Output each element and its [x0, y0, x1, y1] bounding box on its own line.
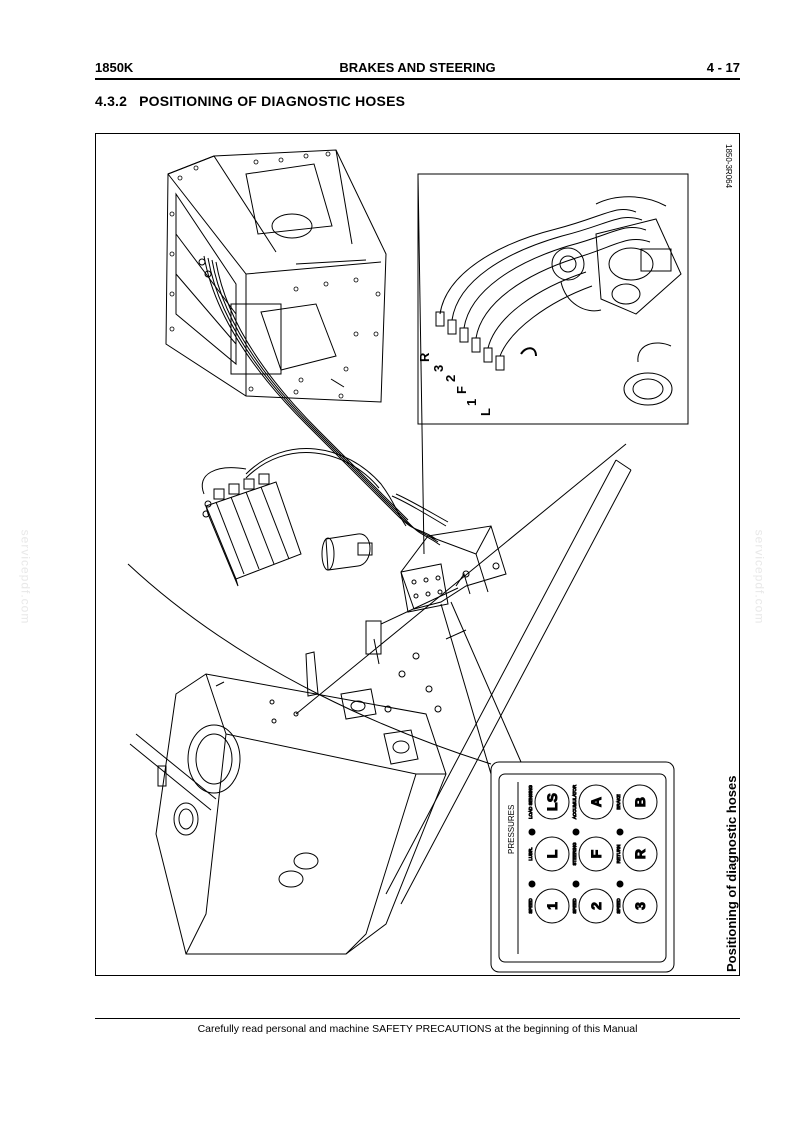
port-a-circle: [578, 784, 614, 820]
chapter-title: BRAKES AND STEERING: [339, 60, 496, 75]
watermark-right: servicepdf.com: [752, 529, 767, 625]
inset-pressure-plug: [623, 342, 673, 406]
port-1-id: 1: [544, 902, 560, 910]
port-2-gear-icon: [572, 880, 580, 888]
hose-label-3: 3: [431, 365, 446, 372]
port-f-gear-icon: [572, 828, 580, 836]
port-b-label: BRAKE: [616, 794, 621, 809]
diagnostic-hose-bundle: [203, 255, 449, 546]
panel-title: PRESSURES: [507, 805, 516, 854]
port-f-id: F: [588, 849, 604, 858]
inset-brake-valve: [551, 218, 682, 315]
footer-rule: [95, 1018, 740, 1019]
diagram-figure: 1850-3R064: [95, 133, 740, 976]
control-valve-bank: [201, 467, 302, 587]
accumulator: [321, 533, 373, 571]
hose-label-l: L: [478, 408, 493, 416]
port-r-label: RETURN: [616, 845, 621, 864]
port-l-id: L: [544, 849, 560, 858]
transmission-housing: [165, 149, 387, 403]
section-heading: POSITIONING OF DIAGNOSTIC HOSES: [139, 93, 406, 109]
port-2-id: 2: [588, 902, 604, 910]
inset-detail-box: R 3 2 F 1 L: [417, 173, 689, 425]
inset-fittings: [435, 311, 505, 371]
port-2-circle: [578, 888, 614, 924]
port-l-gear-icon: [528, 828, 536, 836]
port-f-label: STEERING: [572, 842, 577, 866]
port-3-circle: [622, 888, 658, 924]
diagram-illustration: 1850-3R064: [127, 144, 739, 973]
header-rule: [95, 78, 740, 80]
port-r-id: R: [632, 849, 648, 859]
port-ls-circle: [534, 784, 570, 820]
hose-label-f: F: [454, 386, 469, 394]
callout-lines: [417, 173, 522, 775]
chassis-frame: [127, 443, 632, 905]
section-title: 4.3.2 POSITIONING OF DIAGNOSTIC HOSES: [95, 93, 405, 109]
port-b-id: B: [632, 797, 648, 807]
footer-safety-note: Carefully read personal and machine SAFE…: [197, 1023, 638, 1035]
port-3-gear-icon: [616, 880, 624, 888]
figure-ref-code: 1850-3R064: [724, 144, 733, 189]
section-number: 4.3.2: [95, 93, 128, 109]
port-l-label: LUBR.: [528, 847, 533, 860]
port-3-id: 3: [632, 902, 648, 910]
hose-label-2: 2: [443, 375, 458, 382]
port-b-circle: [622, 784, 658, 820]
port-l-circle: [534, 836, 570, 872]
model-name: 1850K: [95, 60, 134, 75]
port-1-gear-icon: [528, 880, 536, 888]
port-a-label: ACCUMULATOR: [572, 784, 577, 819]
figure-caption: Positioning of diagnostic hoses: [724, 776, 739, 972]
panel-ports: LS LOAD SENSING A ACCUMULATOR B BRAKE L LUBR. F S…: [528, 784, 658, 924]
port-3-label: SPEED: [616, 898, 621, 914]
port-1-circle: [534, 888, 570, 924]
page-number: 4 - 17: [706, 60, 740, 75]
hose-label-r: R: [417, 352, 432, 362]
port-1-label: SPEED: [528, 898, 533, 914]
port-ls-label: LOAD SENSING: [528, 785, 533, 819]
port-f-circle: [578, 836, 614, 872]
watermark-left: servicepdf.com: [18, 529, 33, 625]
hose-labels: R 3 2 F 1 L: [417, 352, 493, 416]
inset-hoses: [439, 196, 667, 357]
hydraulic-tank: [155, 651, 447, 955]
page-header: 1850K BRAKES AND STEERING 4 - 17: [95, 58, 740, 80]
hose-label-1: 1: [464, 399, 479, 406]
port-r-gear-icon: [616, 828, 624, 836]
port-2-label: SPEED: [572, 898, 577, 914]
diagnostic-block-bracket: [400, 525, 507, 613]
port-a-id: A: [588, 797, 604, 807]
port-r-circle: [622, 836, 658, 872]
port-ls-id: LS: [544, 793, 560, 811]
